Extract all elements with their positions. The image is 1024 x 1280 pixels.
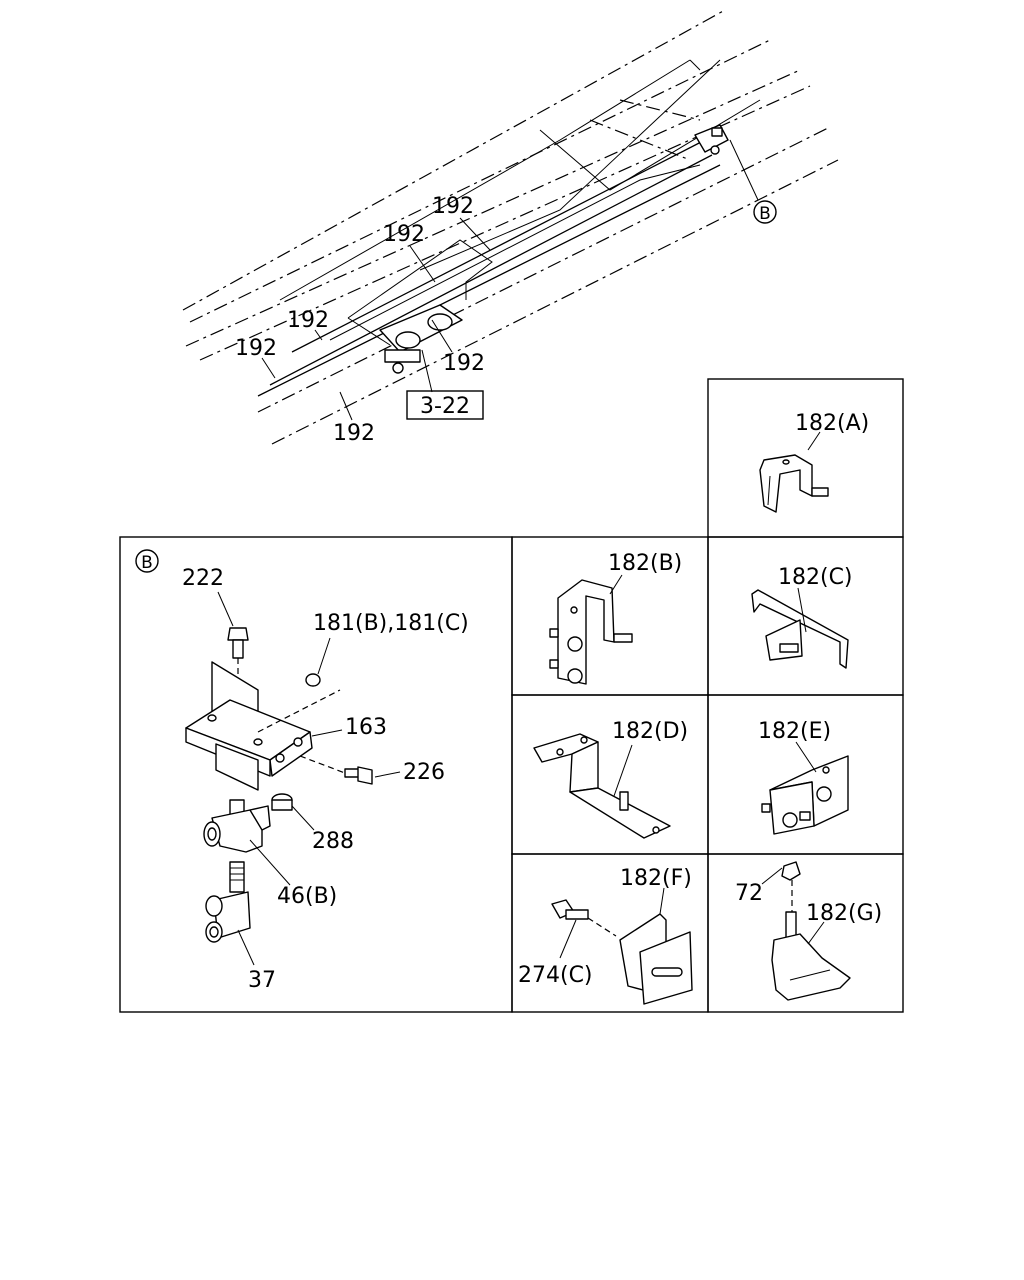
bracket-163 [185, 661, 341, 791]
bracket-182d: 182(D) [533, 719, 688, 839]
bracket-182f: 182(F) 274(C) [518, 866, 693, 1005]
bolt-226 [299, 755, 373, 785]
detail-b-marker: B [141, 553, 153, 573]
pipe-label-4: 192 [235, 336, 277, 361]
detail-grid [119, 378, 904, 1013]
label-182c: 182(C) [778, 565, 853, 590]
bracket-182a: 182(A) [759, 411, 869, 513]
overview-leaders [261, 139, 759, 421]
bracket-182e: 182(E) [758, 719, 849, 835]
bracket-182g: 72 182(G) [735, 861, 882, 1001]
label-222: 222 [182, 566, 224, 591]
bolt-222 [227, 627, 249, 680]
reference-box [406, 390, 484, 420]
bracket-182b: 182(B) [549, 551, 682, 685]
bracket-182c: 182(C) [751, 565, 853, 669]
pipe-label-1: 192 [432, 194, 474, 219]
detail-marker-text: B [759, 204, 771, 224]
tee-fitting-46b [203, 799, 271, 853]
pipe-label-3: 192 [287, 308, 329, 333]
label-72: 72 [735, 881, 763, 906]
pipe-label-2: 192 [383, 222, 425, 247]
label-182a: 182(A) [795, 411, 869, 436]
chassis-overview [182, 9, 839, 445]
label-182b: 182(B) [608, 551, 682, 576]
label-182d: 182(D) [612, 719, 688, 744]
connector-b [694, 124, 729, 155]
label-182e: 182(E) [758, 719, 831, 744]
junction-block [379, 304, 463, 374]
reference-box-text: 3-22 [420, 394, 470, 419]
label-46b: 46(B) [277, 884, 337, 909]
label-226: 226 [403, 760, 445, 785]
nut-181 [305, 673, 321, 687]
detail-marker-circle [753, 200, 777, 224]
detail-b-panel: B 222 181(B),181(C) 163 [135, 549, 469, 993]
label-163: 163 [345, 715, 387, 740]
pipe-label-6: 192 [333, 421, 375, 446]
label-182g: 182(G) [806, 901, 882, 926]
label-288: 288 [312, 829, 354, 854]
pipe-label-5: 192 [443, 351, 485, 376]
cap-288 [271, 793, 293, 811]
elbow-fitting-37 [205, 861, 251, 943]
label-181: 181(B),181(C) [313, 611, 469, 636]
label-182f: 182(F) [620, 866, 692, 891]
label-274c: 274(C) [518, 963, 593, 988]
label-37: 37 [248, 968, 276, 993]
